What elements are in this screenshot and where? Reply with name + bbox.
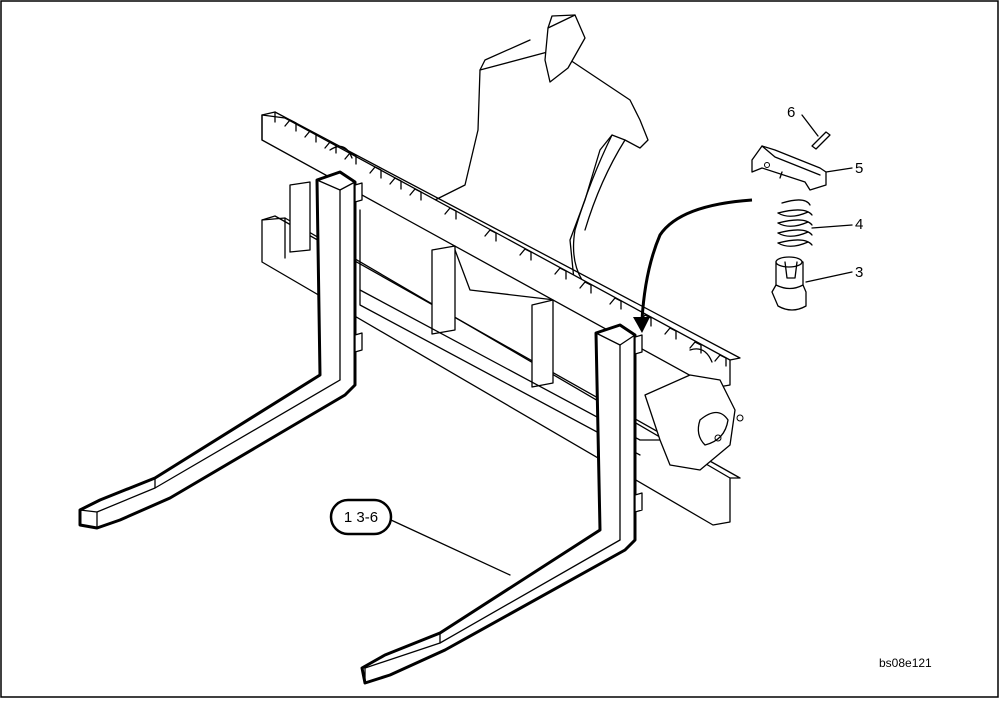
location-arrowhead [633,317,650,333]
part-4-spring [777,199,853,247]
reference-callout: 1 3-6 [329,498,511,576]
reference-callout-text: 1 3-6 [344,509,378,526]
part-number-6: 6 [787,104,795,121]
part-3-plunger [771,256,853,311]
part-number-4: 4 [855,216,863,233]
part-number-5: 5 [855,160,863,177]
part-6-pin [801,114,831,150]
left-fork [78,170,363,530]
carriage-frame [289,145,744,471]
part-5-bracket [751,145,853,191]
location-arrow [640,198,753,321]
part-number-3: 3 [855,264,863,281]
right-fork [360,323,643,685]
drawing-code: bs08e121 [879,656,932,670]
upper-fork-bar [261,111,741,389]
